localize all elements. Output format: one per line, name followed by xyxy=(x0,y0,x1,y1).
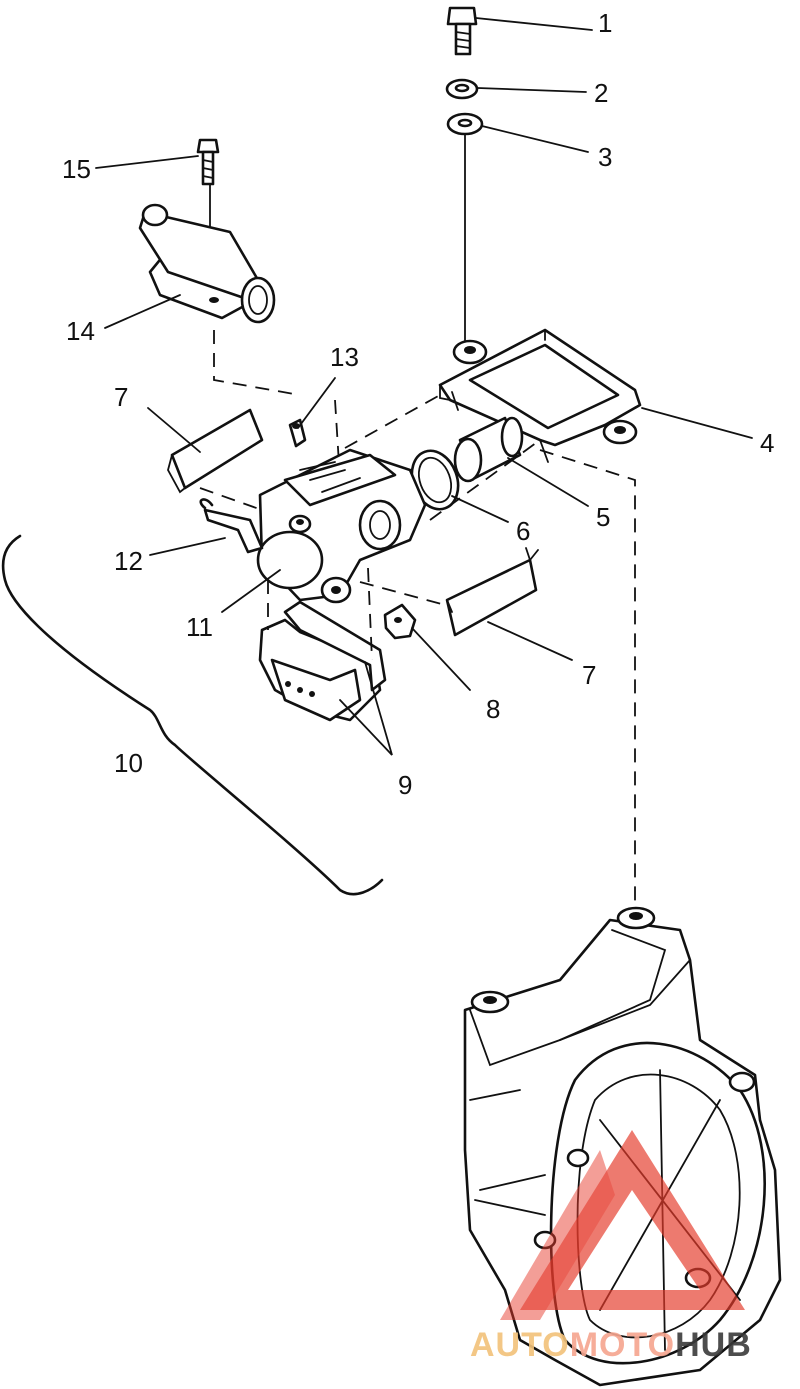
callout-7-lower: 7 xyxy=(582,660,596,690)
part-5-bushing xyxy=(453,416,524,483)
callout-labels: 1 2 3 4 5 6 7 7 8 9 10 11 12 13 14 15 xyxy=(62,8,774,800)
callout-1: 1 xyxy=(598,8,612,38)
callout-6: 6 xyxy=(516,516,530,546)
callout-15: 15 xyxy=(62,154,91,184)
part-15-screw xyxy=(196,138,220,186)
callout-14: 14 xyxy=(66,316,95,346)
callout-10: 10 xyxy=(114,748,143,778)
part-7-pad-shim-upper xyxy=(167,408,264,494)
watermark-moto: MOTO xyxy=(570,1326,675,1364)
logo-triangle-icon xyxy=(520,1130,745,1310)
callout-9: 9 xyxy=(398,770,412,800)
callout-2: 2 xyxy=(594,78,608,108)
watermark-auto: AUTO xyxy=(470,1326,570,1364)
part-8-nut xyxy=(383,603,417,640)
part-4-bracket xyxy=(438,328,642,463)
callout-13: 13 xyxy=(330,342,359,372)
watermark-hub: HUB xyxy=(675,1326,752,1364)
part-13-bleeder xyxy=(288,418,307,448)
part-1-bolt xyxy=(446,6,478,56)
part-3-flat-washer xyxy=(446,112,484,136)
callout-8: 8 xyxy=(486,694,500,724)
callout-5: 5 xyxy=(596,502,610,532)
part-9-brake-pads xyxy=(258,600,387,722)
callout-7-upper: 7 xyxy=(114,382,128,412)
leader-lines xyxy=(95,17,753,756)
group-bracket-10 xyxy=(1,534,384,896)
part-14-fitting xyxy=(138,203,276,324)
callout-11: 11 xyxy=(186,612,213,642)
automotohub-watermark: AUTOMOTOHUB xyxy=(470,1130,752,1364)
part-2-lock-washer xyxy=(445,78,479,100)
part-7-pad-shim-lower xyxy=(445,549,539,637)
svg-text:AUTOMOTOHUB: AUTOMOTOHUB xyxy=(470,1326,752,1364)
callout-12: 12 xyxy=(114,546,143,576)
callout-3: 3 xyxy=(598,142,612,172)
callout-4: 4 xyxy=(760,428,774,458)
part-12-hose-fitting xyxy=(199,498,264,554)
